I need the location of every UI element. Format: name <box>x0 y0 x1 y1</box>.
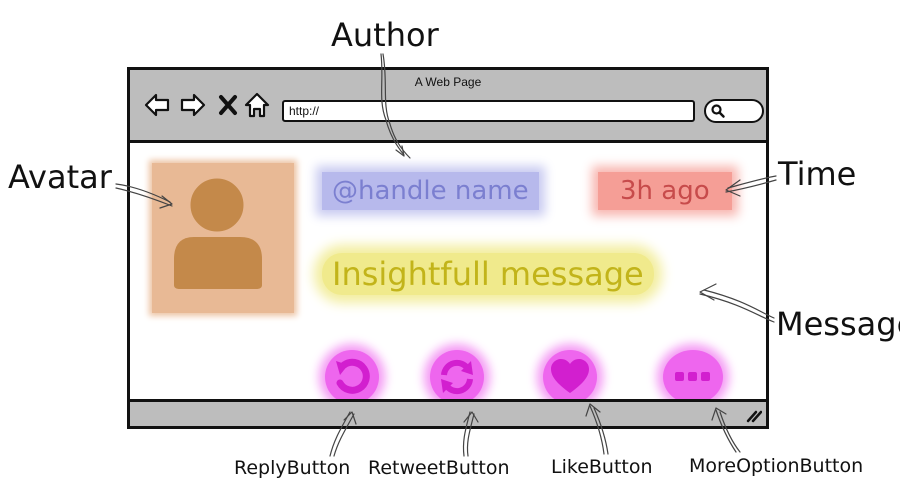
more-dots-icon <box>675 372 710 381</box>
timestamp[interactable]: 3h ago <box>598 172 732 210</box>
browser-window: A Web Page http:// @handle name 3h ago <box>127 67 769 429</box>
window-title: A Web Page <box>414 75 482 89</box>
tweet-message: Insightfull message <box>322 253 654 295</box>
home-icon[interactable] <box>244 92 270 118</box>
user-silhouette-icon <box>174 175 262 289</box>
like-button[interactable] <box>543 350 597 404</box>
back-arrow-icon[interactable] <box>144 92 170 118</box>
stop-icon[interactable] <box>218 92 238 118</box>
more-options-button[interactable] <box>663 350 723 404</box>
browser-toolbar: A Web Page http:// <box>130 70 766 143</box>
search-box[interactable] <box>704 99 764 123</box>
time-annotation: Time <box>778 155 857 193</box>
reply-button-annotation: ReplyButton <box>234 457 351 479</box>
avatar-annotation: Avatar <box>8 158 112 196</box>
heart-icon <box>551 359 589 393</box>
retweet-button[interactable] <box>430 350 484 404</box>
avatar <box>152 163 294 313</box>
author-annotation: Author <box>331 16 439 54</box>
retweet-icon <box>441 359 473 395</box>
message-annotation: Message <box>776 305 900 343</box>
author-handle[interactable]: @handle name <box>322 172 539 210</box>
more-option-button-annotation: MoreOptionButton <box>689 455 864 477</box>
resize-grip-icon[interactable] <box>746 409 762 423</box>
like-button-annotation: LikeButton <box>551 456 653 478</box>
reply-button[interactable] <box>325 350 379 404</box>
search-icon <box>711 104 725 118</box>
reply-icon <box>336 358 370 394</box>
retweet-button-annotation: RetweetButton <box>368 457 510 479</box>
status-bar <box>130 399 766 426</box>
forward-arrow-icon[interactable] <box>180 92 206 118</box>
